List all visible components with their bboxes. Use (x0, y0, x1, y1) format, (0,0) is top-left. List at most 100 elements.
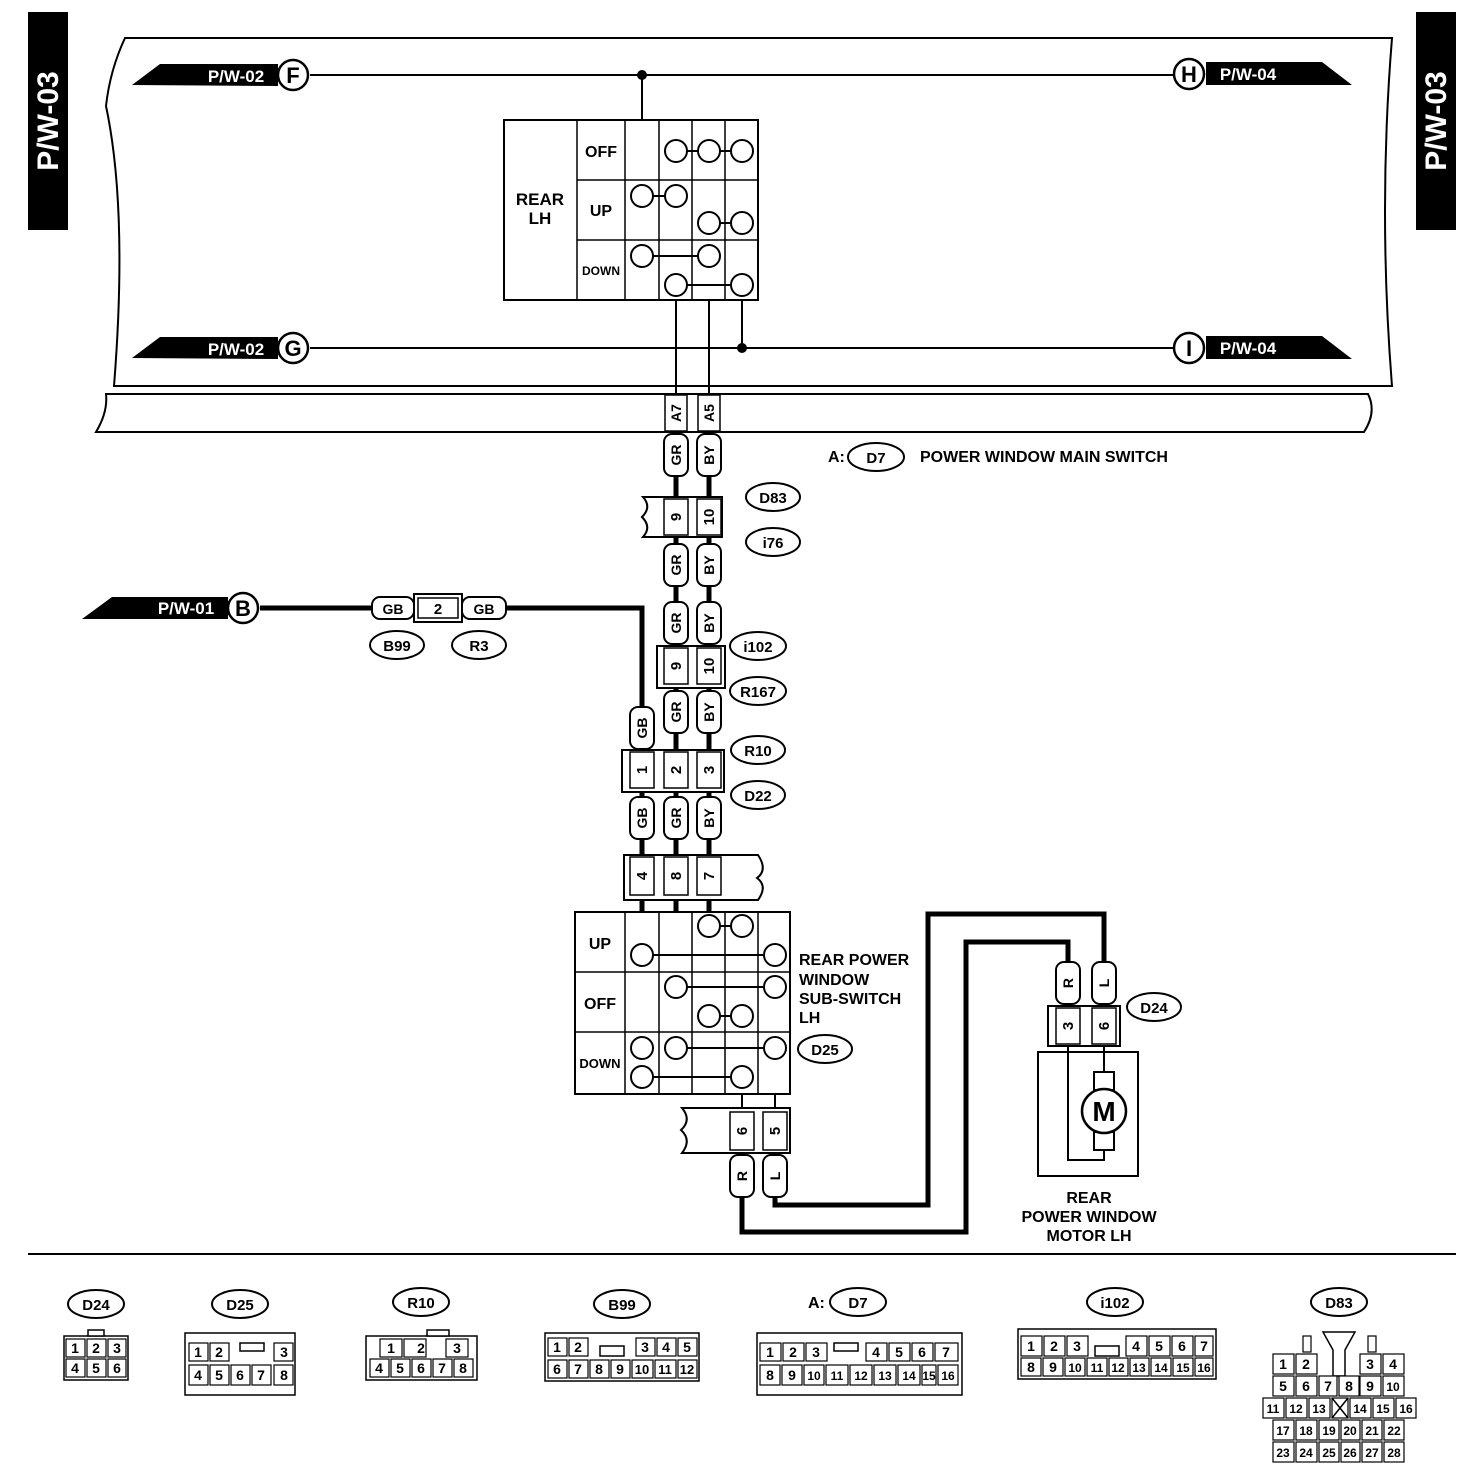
svg-text:13: 13 (1132, 1361, 1146, 1375)
svg-text:7: 7 (1324, 1378, 1332, 1394)
svg-text:9: 9 (788, 1367, 796, 1383)
svg-text:1: 1 (194, 1344, 202, 1360)
svg-text:9: 9 (668, 662, 685, 670)
svg-text:2: 2 (92, 1340, 100, 1356)
svg-text:A5: A5 (701, 404, 717, 422)
svg-text:GR: GR (668, 808, 684, 829)
svg-text:4: 4 (662, 1339, 670, 1355)
svg-text:1: 1 (553, 1339, 561, 1355)
svg-text:6: 6 (113, 1360, 121, 1376)
svg-text:21: 21 (1365, 1424, 1379, 1438)
svg-text:7: 7 (1200, 1338, 1208, 1354)
svg-text:11: 11 (1267, 1402, 1280, 1416)
svg-text:A7: A7 (668, 404, 684, 422)
svg-text:R3: R3 (469, 638, 488, 655)
svg-text:3: 3 (113, 1340, 121, 1356)
svg-text:2: 2 (417, 1340, 425, 1356)
svg-text:1: 1 (387, 1340, 395, 1356)
svg-text:15: 15 (922, 1369, 936, 1383)
svg-text:6: 6 (1178, 1338, 1186, 1354)
wire-tags-motor: R L R L (729, 961, 1117, 1198)
svg-text:12: 12 (680, 1362, 694, 1377)
svg-text:12: 12 (1111, 1361, 1125, 1375)
svg-text:8: 8 (668, 872, 685, 880)
svg-text:6: 6 (1096, 1022, 1113, 1030)
svg-text:i102: i102 (743, 639, 772, 656)
svg-text:REAR POWER: REAR POWER (799, 952, 910, 969)
svg-text:B99: B99 (383, 638, 411, 655)
svg-text:P/W-02: P/W-02 (208, 67, 264, 86)
svg-text:10: 10 (1068, 1361, 1082, 1375)
svg-text:GB: GB (474, 601, 495, 617)
svg-text:B: B (235, 596, 251, 621)
svg-text:R10: R10 (744, 743, 772, 760)
svg-text:REAR: REAR (1066, 1190, 1112, 1207)
svg-text:4: 4 (1389, 1356, 1397, 1372)
main-switch-pos-up: UP (590, 203, 613, 220)
svg-text:8: 8 (1345, 1378, 1353, 1394)
svg-text:6: 6 (1302, 1378, 1310, 1394)
svg-text:3: 3 (1073, 1338, 1081, 1354)
svg-text:P/W-01: P/W-01 (158, 599, 214, 618)
svg-text:12: 12 (854, 1369, 868, 1383)
svg-text:26: 26 (1343, 1446, 1357, 1460)
svg-text:GR: GR (668, 555, 684, 576)
svg-text:16: 16 (1399, 1402, 1413, 1416)
svg-text:D25: D25 (226, 1297, 254, 1314)
svg-text:16: 16 (941, 1369, 955, 1383)
svg-text:5: 5 (92, 1360, 100, 1376)
svg-text:L: L (1096, 978, 1112, 987)
svg-text:5: 5 (1279, 1378, 1287, 1394)
svg-text:7: 7 (701, 872, 718, 880)
svg-text:4: 4 (375, 1360, 383, 1376)
svg-text:23: 23 (1276, 1446, 1290, 1460)
main-switch-rear-lh: REAR LH OFF UP DOWN (503, 119, 759, 301)
svg-text:6: 6 (236, 1367, 244, 1383)
bus-line-top (310, 70, 1174, 120)
svg-text:BY: BY (701, 445, 717, 465)
page-tab-right: P/W-03 (1416, 12, 1456, 230)
svg-text:1: 1 (71, 1340, 79, 1356)
svg-text:i102: i102 (1100, 1295, 1129, 1312)
svg-text:L: L (767, 1171, 783, 1180)
main-switch-pos-down: DOWN (582, 264, 620, 278)
svg-text:3: 3 (812, 1344, 820, 1360)
ref-arrow-I: P/W-04 I (1172, 331, 1352, 365)
svg-text:BY: BY (701, 613, 717, 633)
wire-tags: GR BY GR BY GR BY GR BY GB GB GR BY GB G… (371, 433, 722, 840)
svg-text:12: 12 (1289, 1402, 1303, 1416)
svg-text:A:: A: (828, 449, 845, 466)
svg-text:7: 7 (942, 1344, 950, 1360)
svg-text:SUB-SWITCH: SUB-SWITCH (799, 991, 901, 1008)
svg-text:1: 1 (1279, 1356, 1287, 1372)
svg-text:BY: BY (701, 702, 717, 722)
svg-text:4: 4 (1132, 1338, 1140, 1354)
svg-text:28: 28 (1387, 1446, 1401, 1460)
svg-text:11: 11 (831, 1369, 844, 1383)
svg-text:POWER WINDOW MAIN SWITCH: POWER WINDOW MAIN SWITCH (920, 449, 1168, 466)
svg-text:7: 7 (257, 1367, 265, 1383)
svg-text:8: 8 (766, 1367, 774, 1383)
svg-text:G: G (284, 336, 301, 361)
svg-text:R10: R10 (407, 1295, 435, 1312)
svg-text:19: 19 (1322, 1424, 1336, 1438)
main-switch-name: REAR (516, 190, 564, 209)
svg-text:7: 7 (438, 1360, 446, 1376)
svg-text:14: 14 (1353, 1402, 1367, 1416)
svg-text:14: 14 (1154, 1361, 1168, 1375)
svg-text:3: 3 (280, 1344, 288, 1360)
sub-switch-label: REAR POWER WINDOW SUB-SWITCH LH D25 (797, 952, 910, 1064)
connector-b99: 2 B99 R3 (369, 593, 507, 660)
bus-line-bottom (310, 300, 1174, 353)
main-switch-pos-off: OFF (585, 144, 617, 161)
svg-text:D22: D22 (744, 788, 772, 805)
svg-text:15: 15 (1176, 1361, 1190, 1375)
svg-text:10: 10 (701, 658, 718, 675)
svg-text:3: 3 (1060, 1022, 1077, 1030)
svg-text:2: 2 (789, 1344, 797, 1360)
svg-text:14: 14 (902, 1369, 916, 1383)
